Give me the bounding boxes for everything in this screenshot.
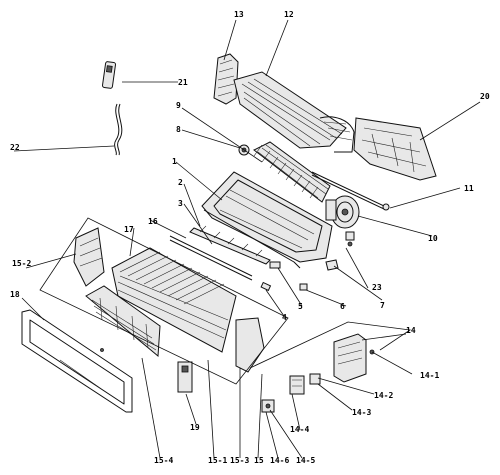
callout-14-6: 14-6 (270, 456, 289, 465)
small-parts (260, 231, 355, 292)
display-board (177, 361, 193, 393)
callout-13: 13 (234, 10, 244, 19)
bearing-housing (213, 53, 239, 105)
callout-22: 22 (10, 143, 20, 152)
callout-16: 16 (148, 217, 158, 226)
electrical-box (261, 333, 375, 413)
chassis (201, 171, 333, 269)
louver-assembly (169, 225, 271, 281)
callout-14: 14 (406, 326, 416, 335)
callout-9: 9 (176, 101, 181, 110)
remote-control (101, 61, 117, 89)
callout-15-3: 15-3 (230, 456, 249, 465)
callout-10: 10 (428, 234, 438, 243)
mounting-plate (353, 117, 437, 181)
front-grille-frame (21, 309, 133, 413)
callout-14-4: 14-4 (290, 425, 309, 434)
callout-15: 15 (254, 456, 264, 465)
drain-hose (114, 103, 123, 156)
callout-19: 19 (190, 423, 200, 432)
cross-flow-fan (253, 141, 331, 203)
callout-12: 12 (284, 10, 294, 19)
callout-18: 18 (10, 290, 20, 299)
callout-14-3: 14-3 (352, 408, 371, 417)
callout-17: 17 (124, 225, 134, 234)
callout-4: 4 (282, 313, 287, 322)
callout-2: 2 (178, 178, 183, 187)
callout-7: 7 (380, 301, 385, 310)
callout-3: 3 (178, 199, 183, 208)
end-cap-right (235, 317, 265, 373)
callout-14-2: 14-2 (374, 391, 393, 400)
callout-5: 5 (298, 302, 303, 311)
side-cover-left (73, 227, 105, 287)
callout-15-2: 15-2 (12, 259, 31, 268)
callout-1: 1 (172, 157, 177, 166)
callout-23: 23 (372, 283, 382, 292)
callout-14-1: 14-1 (420, 371, 439, 380)
callout-14-5: 14-5 (296, 456, 315, 465)
callout-11: 11 (464, 184, 474, 193)
callout-15-4: 15-4 (154, 456, 173, 465)
fan-motor (325, 195, 360, 229)
callout-20: 20 (480, 92, 490, 101)
evaporator (233, 71, 355, 153)
callout-6: 6 (340, 302, 345, 311)
front-panel (111, 247, 237, 353)
callout-21: 21 (178, 78, 188, 87)
callout-8: 8 (176, 125, 181, 134)
leader-lines (13, 19, 481, 459)
callout-labels: 13 12 21 9 8 20 22 1 2 11 3 16 17 10 15-… (10, 10, 490, 465)
callout-15-1: 15-1 (208, 456, 227, 465)
group-outlines (39, 217, 412, 385)
connecting-pipe (311, 171, 390, 211)
